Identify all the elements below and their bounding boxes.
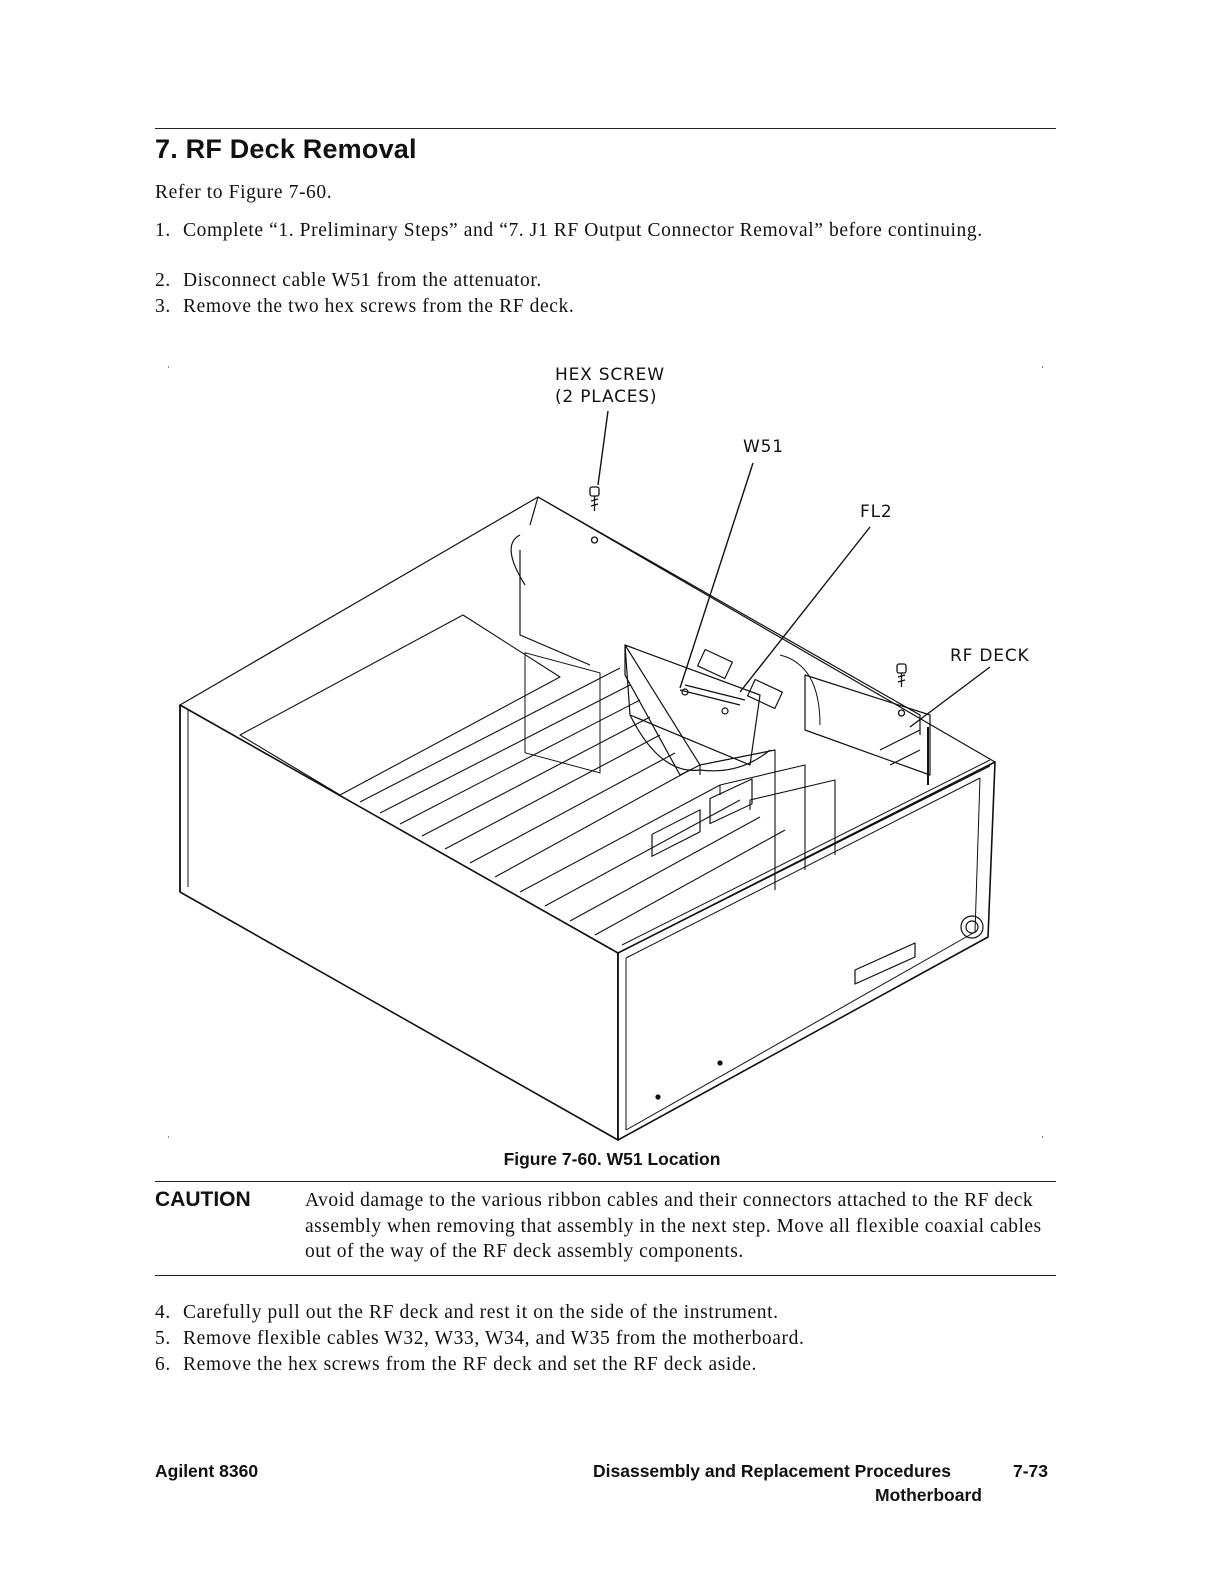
rf-deck <box>510 496 931 785</box>
step-number: 4. <box>155 1302 171 1323</box>
step-text: Remove the hex screws from the RF deck a… <box>183 1354 758 1375</box>
corner-marks <box>168 366 1043 1138</box>
step-number: 6. <box>155 1354 171 1375</box>
step-number: 1. <box>155 220 171 241</box>
step-4: 4. Carefully pull out the RF deck and re… <box>155 1300 1035 1325</box>
step-3: 3. Remove the two hex screws from the RF… <box>155 294 1035 319</box>
step-2: 2. Disconnect cable W51 from the attenua… <box>155 268 1035 293</box>
footer-section: Motherboard <box>875 1485 982 1505</box>
rf-deck-figure: HEX SCREW (2 PLACES) W51 FL2 RF DECK <box>160 355 1050 1145</box>
step-text: Complete “1. Preliminary Steps” and “7. … <box>183 220 983 241</box>
intro-text: Refer to Figure 7-60. <box>155 182 333 203</box>
footer-page-number: 7-73 <box>1013 1461 1049 1481</box>
callout-hex-screw-line1: HEX SCREW <box>555 365 665 385</box>
step-text: Disconnect cable W51 from the attenuator… <box>183 270 542 291</box>
caution-top-rule <box>155 1181 1056 1182</box>
footer-product: Agilent 8360 <box>155 1461 259 1481</box>
front-panel <box>651 778 984 1100</box>
hex-screw-left <box>589 486 600 544</box>
figure-caption: Figure 7-60. W51 Location <box>503 1149 721 1169</box>
caution-label: CAUTION <box>155 1188 251 1211</box>
leader-lines <box>597 410 991 728</box>
caution-text: Avoid damage to the various ribbon cable… <box>305 1190 1042 1262</box>
step-6: 6. Remove the hex screws from the RF dec… <box>155 1352 1035 1377</box>
callout-rf-deck: RF DECK <box>950 646 1029 666</box>
caution-bottom-rule <box>155 1275 1056 1276</box>
callout-hex-screw-line2: (2 PLACES) <box>555 387 657 407</box>
step-number: 3. <box>155 296 171 317</box>
step-1: 1. Complete “1. Preliminary Steps” and “… <box>155 218 1035 243</box>
callout-fl2: FL2 <box>860 502 892 522</box>
hex-screw-right <box>896 663 907 717</box>
step-text: Remove the two hex screws from the RF de… <box>183 296 575 317</box>
footer-chapter: Disassembly and Replacement Procedures <box>593 1461 951 1481</box>
section-title: 7. RF Deck Removal <box>155 134 417 164</box>
step-number: 5. <box>155 1328 171 1349</box>
cabinet <box>179 496 996 1141</box>
top-rule <box>155 128 1056 129</box>
callout-w51: W51 <box>743 437 784 457</box>
step-text: Carefully pull out the RF deck and rest … <box>183 1302 779 1323</box>
instrument-drawing: HEX SCREW (2 PLACES) W51 FL2 RF DECK <box>168 365 1043 1141</box>
step-text: Remove flexible cables W32, W33, W34, an… <box>183 1328 805 1349</box>
step-number: 2. <box>155 270 171 291</box>
step-5: 5. Remove flexible cables W32, W33, W34,… <box>155 1326 1035 1351</box>
